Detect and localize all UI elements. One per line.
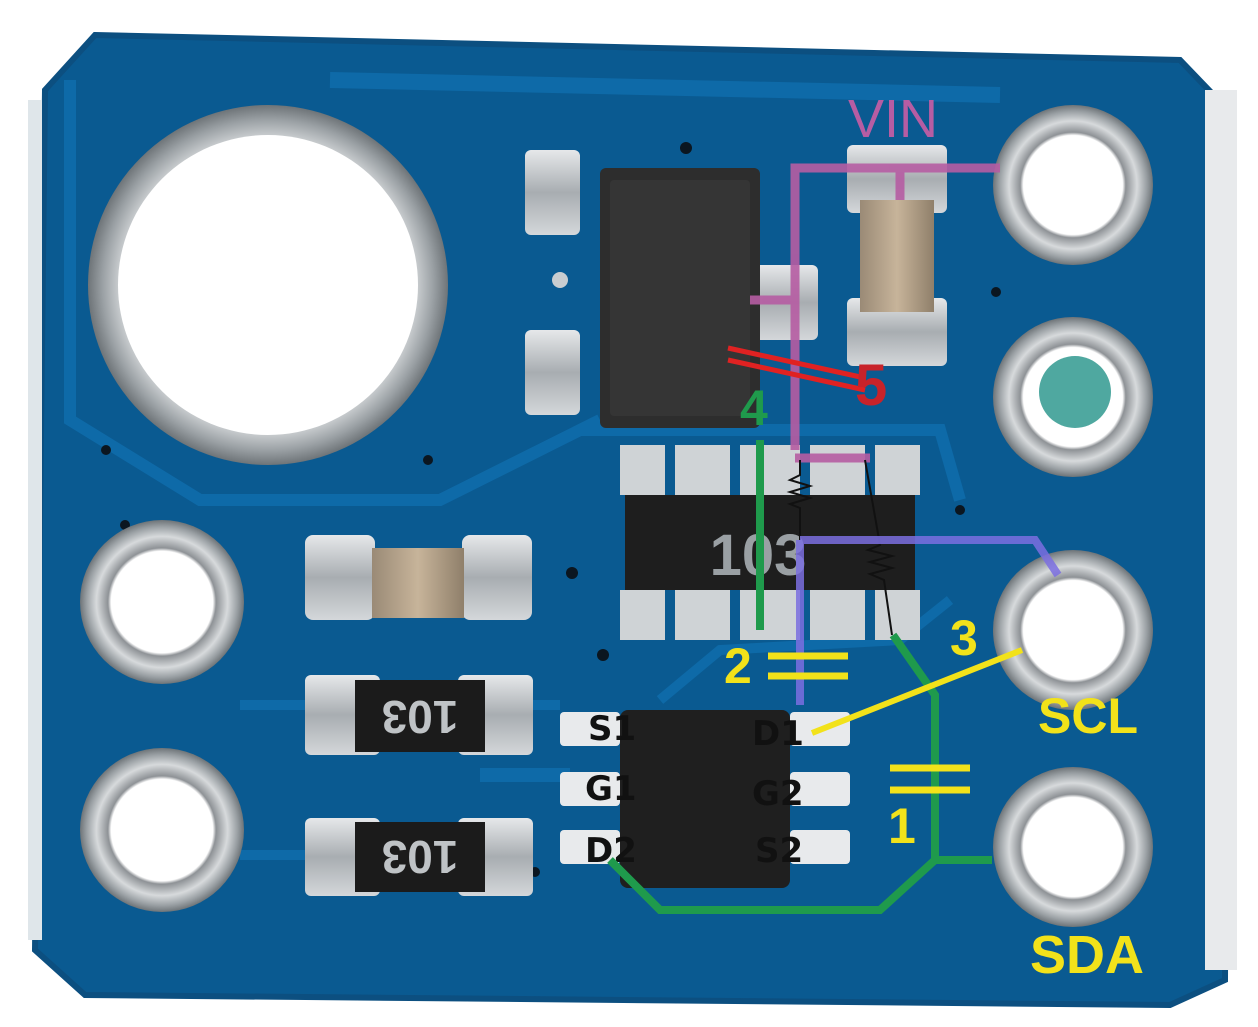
pin-label-g1: G1: [585, 769, 637, 809]
mosfet-pin-labels: S1 G1 D2 D1 G2 S2: [585, 709, 804, 871]
resistor-upper: [305, 675, 533, 755]
annotation-number-4: 4: [740, 380, 768, 436]
annotation-line-5: [727, 345, 866, 393]
pad-left-2: [80, 748, 244, 912]
pin-label-vin: VIN: [848, 89, 938, 149]
annotation-number-3: 3: [950, 610, 978, 666]
resistor-network: [620, 445, 920, 640]
capacitor-top: [847, 145, 947, 366]
capacitor-left: [305, 535, 532, 620]
resistor-lower: [305, 818, 533, 896]
annotation-number-1: 1: [888, 798, 916, 854]
dual-mosfet: [560, 710, 850, 888]
header-pads: [80, 105, 1153, 927]
pad-left-1: [80, 520, 244, 684]
pin-label-s1: S1: [588, 709, 636, 749]
regulator-ic: [525, 150, 818, 428]
pin-label-sda: SDA: [1030, 925, 1144, 985]
pad-scl: [993, 550, 1153, 710]
annotation-line-3: [810, 647, 1024, 736]
pad-sda: [993, 767, 1153, 927]
pin-label-s2: S2: [755, 831, 803, 871]
pin-label-d1: D1: [752, 714, 804, 754]
vin-trace: [750, 163, 1000, 463]
annotation-number-5: 5: [855, 353, 887, 418]
pin-label-g2: G2: [752, 774, 804, 814]
annotation-cap-symbols: [768, 652, 970, 794]
resistor-lower-marking: 103: [382, 831, 459, 883]
mounting-hole: [88, 105, 448, 465]
pin-label-scl: SCL: [1038, 688, 1138, 744]
resistor-upper-marking: 103: [382, 691, 459, 743]
annotation-number-2: 2: [724, 638, 752, 694]
pad-vin: [993, 105, 1153, 265]
pullup-resistor-symbols: [786, 459, 896, 636]
